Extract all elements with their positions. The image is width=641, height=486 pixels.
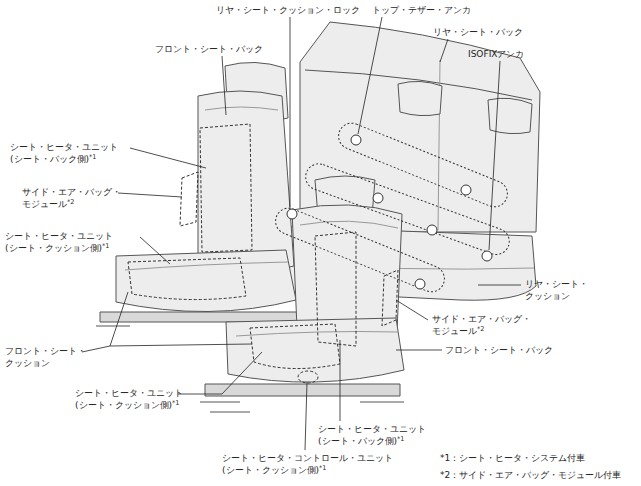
part-label: リヤ・シート・クッション・ロック [216,4,360,16]
part-label: トップ・テザー・アンカ [372,4,471,16]
label-line: (シート・バック側)*1 [10,153,118,165]
footnote-mark: *1 [319,464,326,472]
part-label: フロント・シート・バック [445,344,553,356]
part-label: シート・ヒータ・ユニット (シート・クッション側)*1 [5,230,113,254]
label-line: シート・ヒータ・ユニット [318,423,426,435]
part-label: シート・ヒータ・ユニット (シート・バック側)*1 [318,423,426,447]
part-label: シート・ヒータ・ユニット (シート・クッション側)*1 [75,387,183,411]
label-line: サイド・エア・バッグ・ [22,186,121,198]
footnote-mark: *1 [102,242,109,250]
label-line: シート・ヒータ・ユニット [75,387,183,399]
part-label: ISOFIXアンカ [468,48,524,60]
part-label: フロント・シート・バック [155,43,263,55]
part-label: リヤ・シート・バック [433,26,523,38]
footnote-mark: *2 [477,325,484,333]
part-label: サイド・エア・バッグ・ モジュール*2 [22,186,121,210]
part-label: *1：シート・ヒータ・システム付車 [440,452,585,464]
label-line: サイド・エア・バッグ・ [432,313,531,325]
label-line: シート・ヒータ・ユニット [10,141,118,153]
part-label: シート・ヒータ・ユニット (シート・バック側)*1 [10,141,118,165]
part-label: シート・ヒータ・コントロール・ユニット (シート・クッション側)*1 [222,452,393,476]
label-line: リヤ・シート・ [525,278,588,290]
label-line: クッション [5,357,86,369]
label-line: (シート・バック側)*1 [318,435,426,447]
label-line: (シート・クッション側)*1 [5,242,113,254]
label-line: クッション [525,290,588,302]
label-line: (シート・クッション側)*1 [222,464,393,476]
label-line: フロント・シート・ [5,345,86,357]
label-line: モジュール*2 [432,325,531,337]
label-line: シート・ヒータ・コントロール・ユニット [222,452,393,464]
label-line: シート・ヒータ・ユニット [5,230,113,242]
part-label: サイド・エア・バッグ・ モジュール*2 [432,313,531,337]
part-label: フロント・シート・ クッション [5,345,86,369]
footnote-mark: *1 [172,399,179,407]
part-label: *2：サイド・エア・バッグ・モジュール付車 [440,469,621,481]
footnote-mark: *1 [89,153,96,161]
label-line: (シート・クッション側)*1 [75,399,183,411]
part-label: リヤ・シート・ クッション [525,278,588,302]
footnote-mark: *2 [67,198,74,206]
footnote-mark: *1 [397,435,404,443]
label-line: モジュール*2 [22,198,121,210]
